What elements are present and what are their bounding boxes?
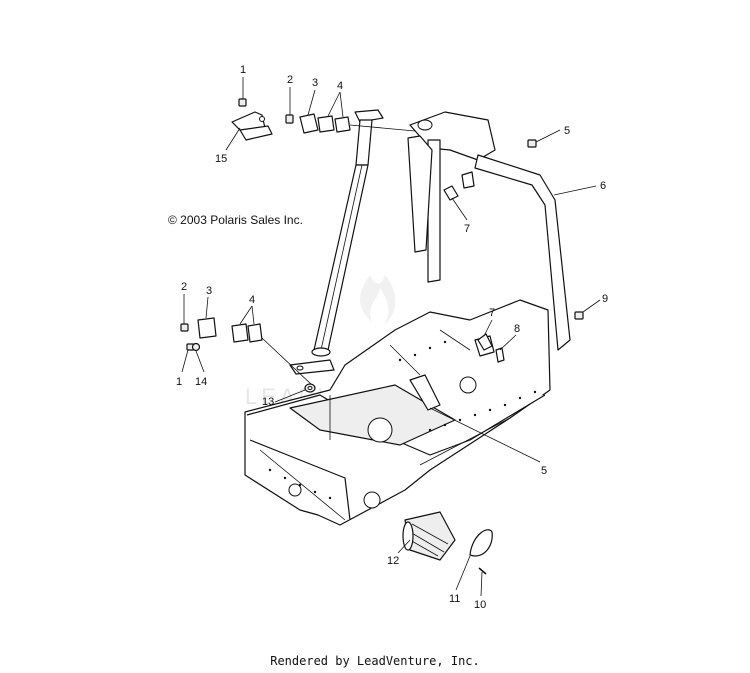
callout-5-lower: 5 <box>541 465 547 477</box>
steering-column <box>289 109 384 375</box>
clip-and-bolt-lower <box>477 333 505 363</box>
callout-1-upper: 1 <box>240 64 246 76</box>
clip-part-7-upper <box>443 185 459 201</box>
callout-9: 9 <box>602 293 608 305</box>
callout-4-upper: 4 <box>337 80 343 92</box>
callout-labels: 1 2 3 4 15 5 6 7 2 3 4 7 8 9 1 14 13 5 1… <box>176 64 608 611</box>
clamp-assembly-upper <box>285 113 459 136</box>
roll-bar <box>407 111 584 351</box>
callout-15: 15 <box>215 153 227 165</box>
bracket-part-15 <box>231 111 273 141</box>
footer-credit: Rendered by LeadVenture, Inc. <box>270 654 480 668</box>
callout-4-lower: 4 <box>249 294 255 306</box>
callout-1-lower: 1 <box>176 376 182 388</box>
callout-2-lower: 2 <box>181 281 187 293</box>
callout-3-upper: 3 <box>312 77 318 89</box>
callout-7-lower: 7 <box>489 307 495 319</box>
callout-5-upper: 5 <box>564 125 570 137</box>
screw-part-10 <box>478 567 487 575</box>
steering-boot-part-12 <box>402 511 456 561</box>
nut-part-1-upper <box>238 98 247 107</box>
watermark-logo <box>360 275 396 325</box>
clamp-assembly-lower <box>180 317 313 386</box>
callout-6: 6 <box>600 180 606 192</box>
callout-11: 11 <box>449 593 460 605</box>
clamp-ring-part-11 <box>469 529 493 557</box>
callout-10: 10 <box>474 599 486 611</box>
callout-2-upper: 2 <box>287 74 293 86</box>
callout-13: 13 <box>262 396 274 408</box>
callout-14: 14 <box>195 376 207 388</box>
leader-lines <box>181 77 601 597</box>
callout-12: 12 <box>387 555 399 567</box>
washer-part-13 <box>304 383 316 393</box>
copyright-notice: © 2003 Polaris Sales Inc. <box>168 213 303 227</box>
chassis-frame <box>244 299 551 526</box>
callout-3-lower: 3 <box>206 285 212 297</box>
callout-8: 8 <box>514 323 520 335</box>
callout-7-upper: 7 <box>464 223 470 235</box>
